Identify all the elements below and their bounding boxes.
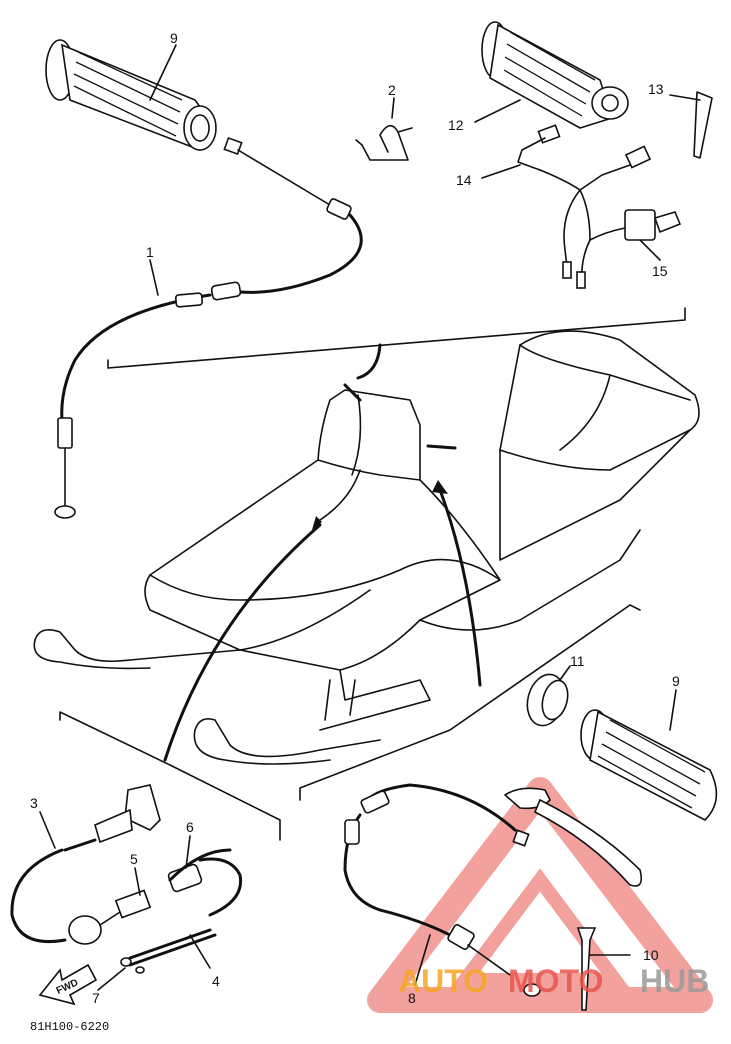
callout-13: 13 xyxy=(648,81,664,97)
callout-14: 14 xyxy=(456,172,472,188)
callout-2: 2 xyxy=(388,82,396,98)
separator-lines xyxy=(59,307,686,841)
ring-part xyxy=(526,673,569,727)
brake-lever-cable-part xyxy=(343,783,643,997)
stop-switch-cable-part xyxy=(10,784,243,974)
callout-6: 6 xyxy=(186,819,194,835)
cable-tie-part xyxy=(693,91,713,159)
grip-left-part xyxy=(45,39,217,151)
throttle-cable-part xyxy=(54,136,363,519)
callout-4: 4 xyxy=(212,973,220,989)
watermark-text-auto: AUTO xyxy=(398,963,488,999)
callout-1: 1 xyxy=(146,244,154,260)
bracket-part xyxy=(355,124,413,161)
callout-3: 3 xyxy=(30,795,38,811)
callout-9-top: 9 xyxy=(170,30,178,46)
wire-harness-part xyxy=(517,124,682,289)
forward-arrow-icon: FWD xyxy=(38,963,98,1006)
callout-9-bottom: 9 xyxy=(672,673,680,689)
watermark-triangle-icon xyxy=(367,777,713,1013)
clevis-pin-part xyxy=(576,927,597,1011)
callout-10: 10 xyxy=(643,947,659,963)
watermark-text-hub: HUB xyxy=(640,963,709,999)
callout-5: 5 xyxy=(130,851,138,867)
leader-lines xyxy=(39,44,701,991)
routing-arrows xyxy=(163,343,482,762)
callout-8: 8 xyxy=(408,990,416,1006)
watermark-text-moto: MOTO xyxy=(508,963,603,999)
grip-right-housing-part xyxy=(481,21,629,129)
callout-12: 12 xyxy=(448,117,464,133)
callout-15: 15 xyxy=(652,263,668,279)
callout-labels: 9 2 12 13 14 15 1 11 9 3 6 5 4 7 8 10 xyxy=(30,30,680,1006)
snowmobile-body-part xyxy=(33,330,700,765)
diagram-code: 81H100-6220 xyxy=(30,1020,109,1034)
watermark-logo: AUTO MOTO HUB xyxy=(398,963,709,999)
callout-11: 11 xyxy=(570,653,585,669)
grip-right-part xyxy=(580,709,718,821)
callout-7: 7 xyxy=(92,990,100,1006)
